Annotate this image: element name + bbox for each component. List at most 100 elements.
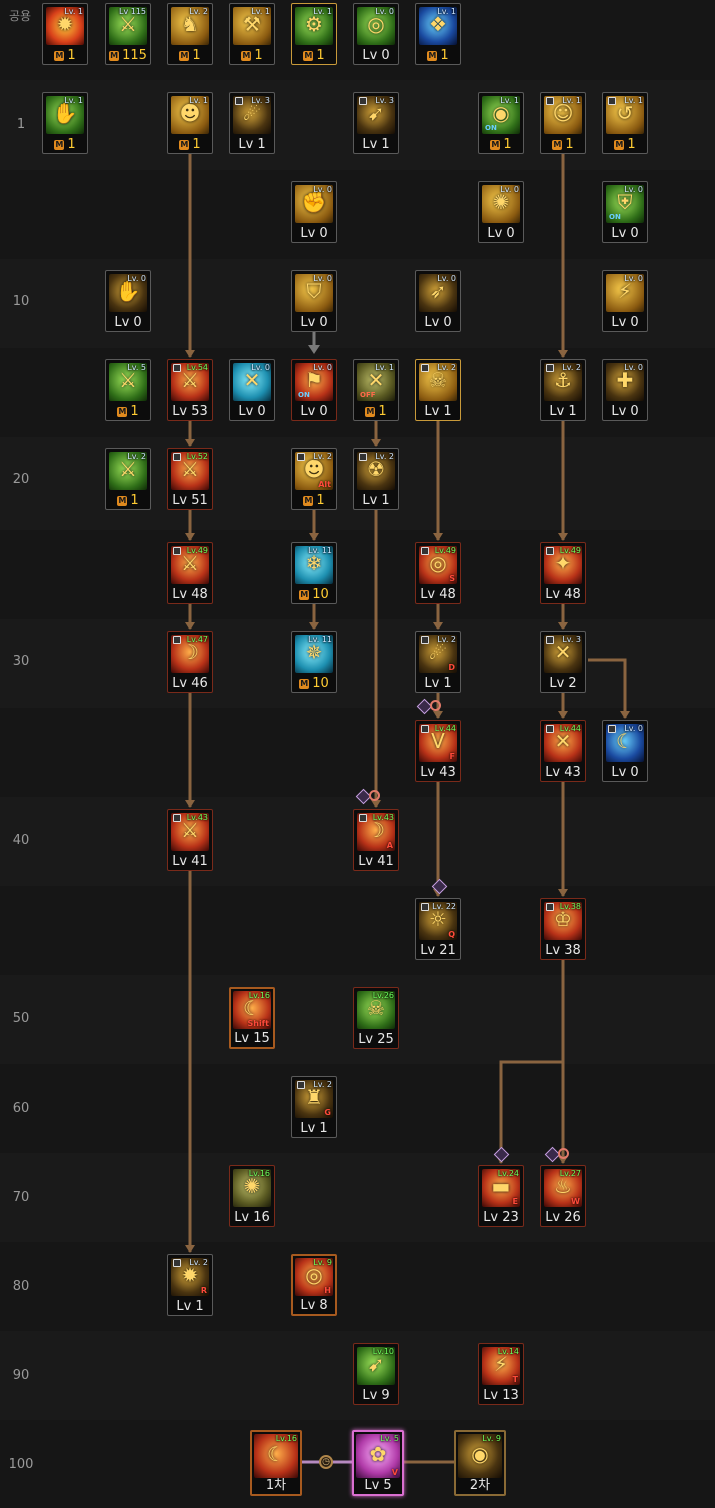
- skill-icon: ↺Lv. 1: [606, 96, 644, 134]
- lock-icon: [546, 636, 554, 644]
- master-badge-icon: M: [552, 140, 563, 150]
- skill-level-tag: Lv. 1: [437, 7, 456, 16]
- level-value: Lv 8: [300, 1298, 328, 1313]
- skill-icon: ⚔Lv.54: [171, 363, 209, 401]
- skill-level-footer: Lv 1: [416, 404, 460, 419]
- skill-level-tag: Lv. 1: [562, 96, 581, 105]
- skill-level-tag: Lv. 0: [313, 185, 332, 194]
- tree-row: [0, 170, 715, 259]
- tree-row: [0, 1153, 715, 1242]
- level-value: Lv 15: [234, 1031, 270, 1046]
- skill-icon: ❄Lv. 11: [295, 546, 333, 584]
- diamond-icon: [493, 1146, 510, 1163]
- level-value: Lv 0: [424, 315, 452, 330]
- skill-level-footer: Lv 21: [416, 943, 460, 958]
- skill-glyph-icon: ◎: [367, 12, 385, 36]
- skill-level-tag: Lv.44: [559, 724, 581, 733]
- master-badge-icon: M: [614, 140, 625, 150]
- skill-icon: ⚔Lv. 2: [109, 452, 147, 490]
- skill-level-footer: Lv 13: [479, 1388, 523, 1403]
- toggle-state: ON: [298, 391, 310, 399]
- skill-level-footer: Lv 51: [168, 493, 212, 508]
- skill-level-footer: 2차: [456, 1474, 504, 1493]
- level-value: Lv 0: [611, 404, 639, 419]
- row-level-label: 100: [8, 1457, 34, 1472]
- skill-icon: ⚔Lv.52: [171, 452, 209, 490]
- skill-level-footer: Lv 0: [603, 765, 647, 780]
- hotkey-label: D: [448, 663, 455, 672]
- skill-level-footer: Lv 43: [541, 765, 585, 780]
- master-count: 1: [130, 404, 139, 419]
- skill-icon: ⚔Lv.43: [171, 813, 209, 851]
- skill-icon: ☢Lv. 2: [357, 452, 395, 490]
- skill-level-tag: Lv. 2: [189, 7, 208, 16]
- skill-level-footer: Lv 0: [106, 315, 150, 330]
- skill-level-tag: Lv. 3: [562, 635, 581, 644]
- skill-slot-r5b[interactable]: ⚔Lv.52 Lv 51: [167, 448, 213, 510]
- skill-glyph-icon: ◉: [492, 101, 510, 125]
